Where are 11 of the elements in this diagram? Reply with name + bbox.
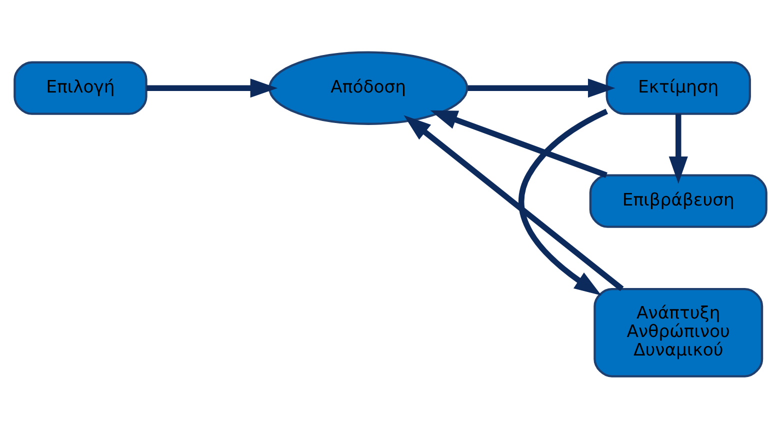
node-box: Ανάπτυξη Ανθρώπινου Δυναμικού xyxy=(594,287,764,377)
node-box: Επιβράβευση xyxy=(589,174,768,228)
node-box: Εκτίμηση xyxy=(606,60,751,114)
arrow xyxy=(404,114,624,291)
arrow xyxy=(430,110,608,178)
node-ellipse: Απόδοση xyxy=(268,50,468,124)
arrow xyxy=(468,78,616,98)
arrow xyxy=(518,108,608,295)
arrow xyxy=(668,113,688,184)
node-box: Επιλογή xyxy=(14,60,148,114)
arrow xyxy=(146,78,278,98)
